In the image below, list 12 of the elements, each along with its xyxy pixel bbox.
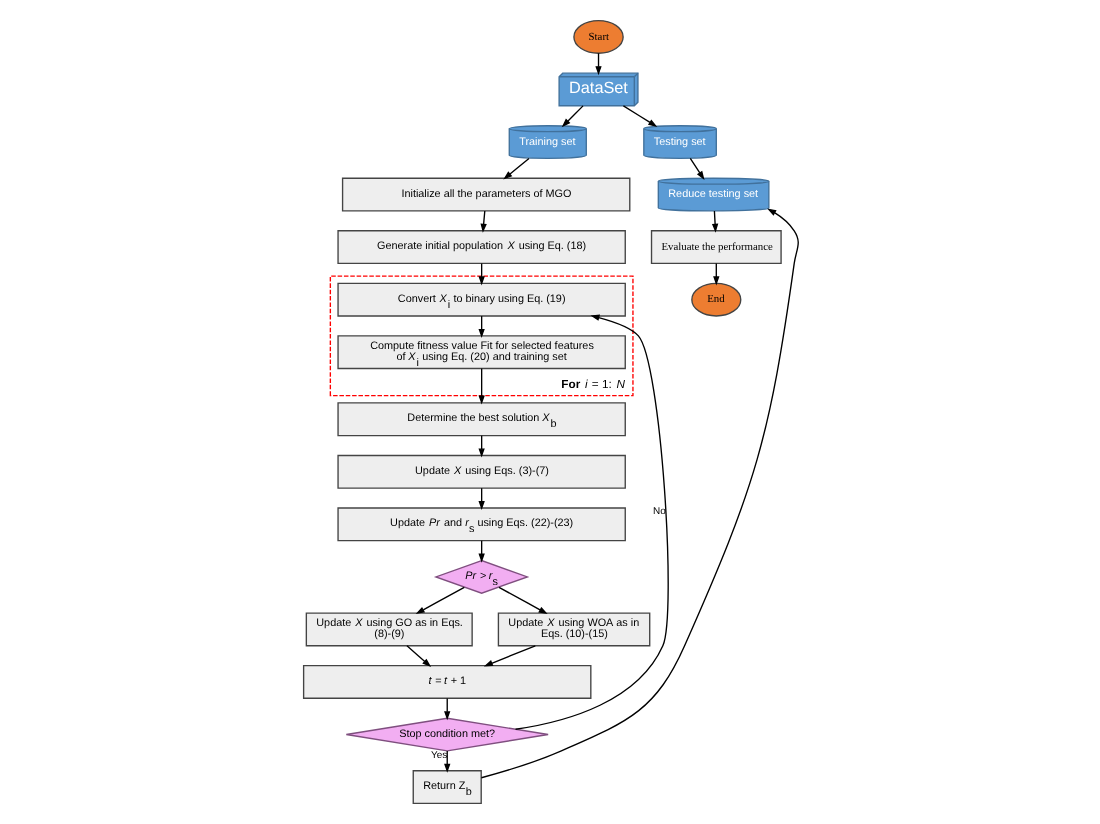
arrow — [477, 367, 484, 405]
arrow — [479, 210, 486, 233]
arrow — [405, 645, 431, 668]
arrow — [688, 157, 704, 180]
arrow — [502, 157, 529, 180]
arrow — [710, 210, 718, 233]
arrow — [414, 586, 464, 615]
arrow — [482, 645, 535, 667]
arrow — [513, 314, 668, 730]
arrow — [560, 105, 583, 128]
arrow — [497, 586, 547, 615]
arrow — [621, 105, 657, 127]
